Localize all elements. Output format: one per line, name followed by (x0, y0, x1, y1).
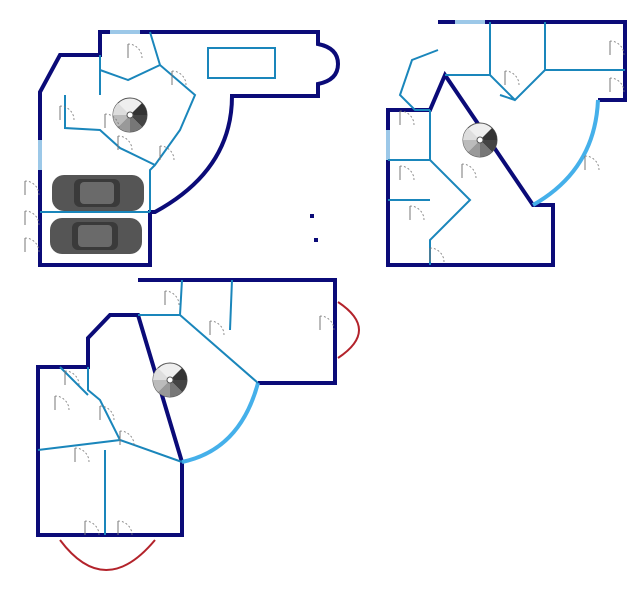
spiral-staircase-icon (152, 362, 188, 398)
spiral-staircase-icon (112, 97, 148, 133)
door-swing-icon (399, 40, 625, 263)
car-icon (52, 175, 144, 211)
floor-plan-ground-level (24, 30, 341, 267)
car-icon (50, 218, 142, 254)
spiral-staircase-icon (462, 122, 498, 158)
floor-plan-lower-level (36, 278, 360, 571)
floor-plan-upper-level (386, 20, 627, 267)
